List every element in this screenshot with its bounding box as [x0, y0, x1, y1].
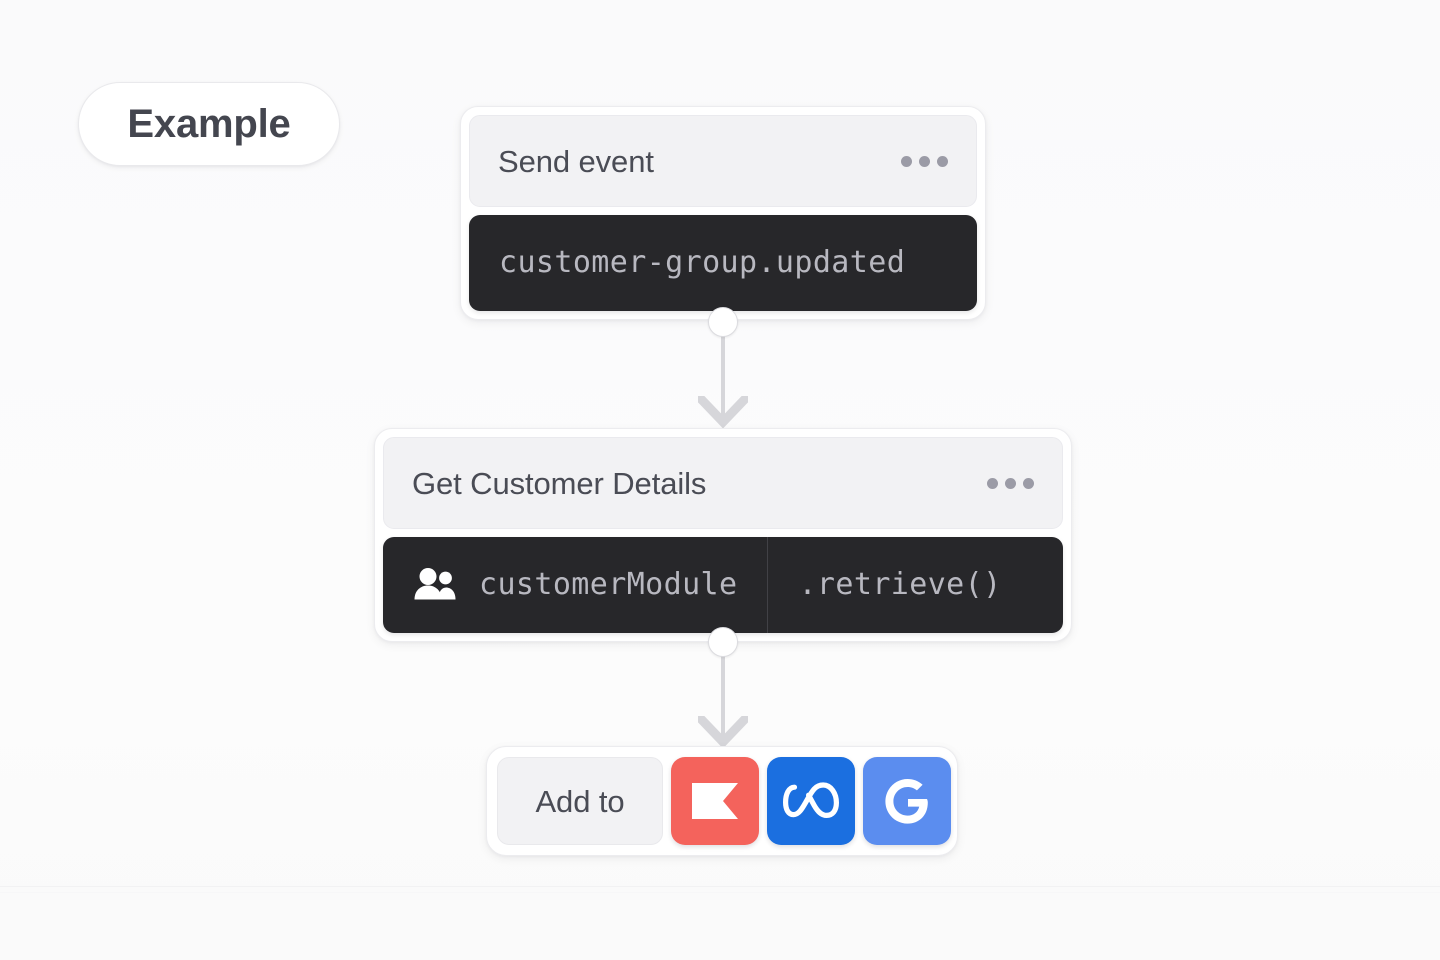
google-icon: [885, 779, 928, 824]
klaviyo-icon: [692, 783, 738, 819]
add-to-label-pill: Add to: [497, 757, 663, 845]
node-get-customer-details-code-block[interactable]: customerModule .retrieve(): [383, 537, 1063, 633]
node-send-event-header: Send event: [469, 115, 977, 207]
connector-line: [721, 638, 725, 740]
add-to-label: Add to: [535, 783, 625, 819]
example-badge: Example: [78, 82, 340, 166]
node-get-customer-details-title: Get Customer Details: [412, 465, 707, 501]
integration-tile-meta[interactable]: [767, 757, 855, 845]
module-name-text: customerModule: [479, 567, 738, 602]
event-name-text: customer-group.updated: [499, 245, 906, 280]
integration-tile-google[interactable]: [863, 757, 951, 845]
code-segment: customer-group.updated: [469, 215, 935, 311]
ellipsis-dot: [1005, 477, 1016, 489]
node-get-customer-details[interactable]: Get Customer Details customerModule .ret…: [374, 428, 1072, 642]
method-name-text: .retrieve(): [798, 567, 1002, 602]
node-get-customer-details-header: Get Customer Details: [383, 437, 1063, 529]
code-segment-module: customerModule: [383, 537, 767, 633]
code-segment-method: .retrieve(): [767, 537, 1031, 633]
ellipsis-dot: [901, 155, 912, 167]
background-divider-secondary: [0, 892, 1440, 893]
node-add-to-row: Add to: [497, 757, 951, 845]
ellipsis-icon[interactable]: [985, 472, 1036, 495]
people-icon: [414, 568, 456, 600]
background-divider: [0, 886, 1440, 887]
ellipsis-dot: [1023, 477, 1034, 489]
ellipsis-dot: [987, 477, 998, 489]
connector-line: [721, 318, 725, 420]
node-send-event[interactable]: Send event customer-group.updated: [460, 106, 986, 320]
meta-icon: [783, 782, 839, 818]
integration-tile-klaviyo[interactable]: [671, 757, 759, 845]
ellipsis-icon[interactable]: [899, 150, 950, 173]
node-add-to[interactable]: Add to: [486, 746, 958, 856]
node-send-event-title: Send event: [498, 143, 654, 179]
node-send-event-code-block[interactable]: customer-group.updated: [469, 215, 977, 311]
example-badge-label: Example: [127, 102, 291, 146]
ellipsis-dot: [937, 155, 948, 167]
ellipsis-dot: [919, 155, 930, 167]
